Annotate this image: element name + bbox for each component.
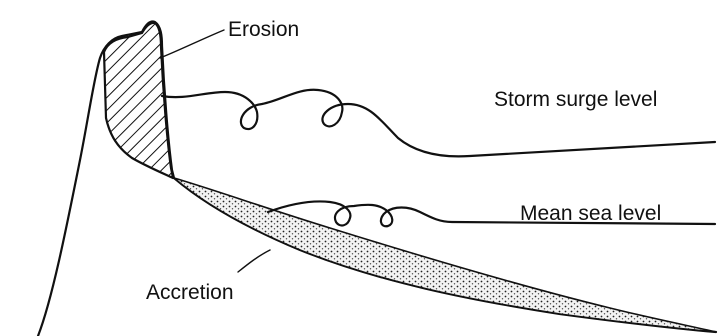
storm-surge-label: Storm surge level — [494, 88, 657, 111]
erosion-leader — [160, 30, 224, 58]
mean-sea-label: Mean sea level — [520, 202, 661, 225]
accretion-leader — [238, 250, 270, 272]
accretion-label: Accretion — [146, 281, 234, 304]
erosion-label: Erosion — [228, 18, 299, 41]
